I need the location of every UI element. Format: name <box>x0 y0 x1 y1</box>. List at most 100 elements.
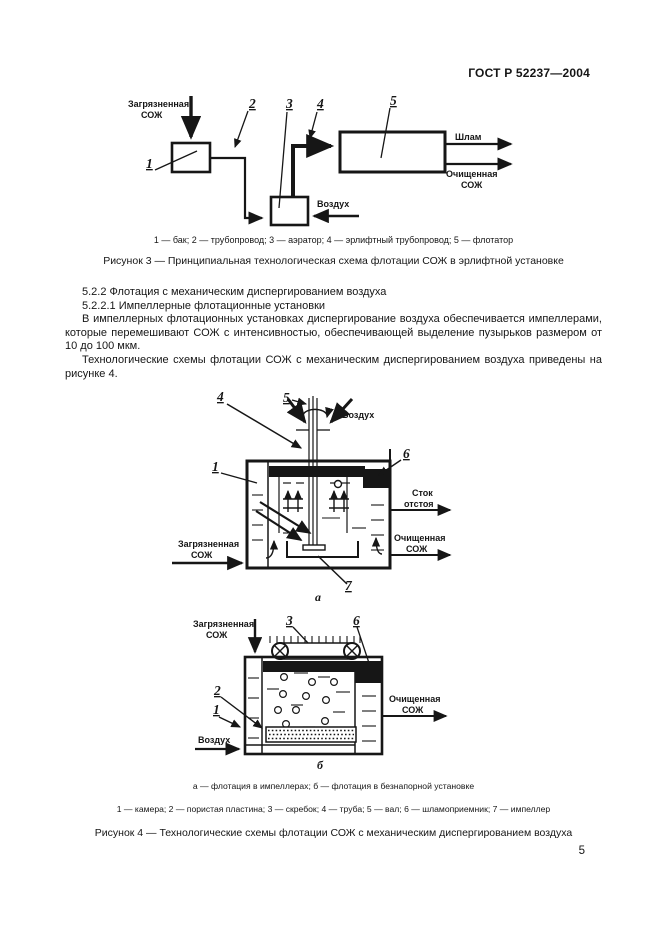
figure3-parts-caption: 1 — бак; 2 — трубопровод; 3 — аэратор; 4… <box>153 235 514 245</box>
fig4a-sludge-receiver <box>363 469 389 488</box>
fig3-part4-leader <box>308 111 318 140</box>
fig4a-recirculation-arrows <box>265 536 383 559</box>
page-number: 5 <box>578 845 585 857</box>
fig4a-part6-label: 6 <box>403 446 410 461</box>
fig4a-clean-outlet: Очищенная СОЖ <box>391 533 452 561</box>
fig4b-inlet: Загрязненная СОЖ <box>193 619 263 654</box>
figure3-airlift-flotation-diagram: Загрязненная СОЖ 1 2 3 4 Воздух <box>128 93 513 227</box>
fig4b-part1-leader <box>218 716 242 728</box>
fig3-callout-5: 5 <box>380 93 397 159</box>
fig3-pipeline <box>210 156 264 225</box>
body-text: 5.2.2 Флотация с механическим диспергиро… <box>65 286 602 381</box>
fig4a-bubble <box>333 479 343 489</box>
fig4a-clean-label-line1: Очищенная <box>394 533 446 543</box>
section-5-2-2-heading: 5.2.2 Флотация с механическим диспергиро… <box>82 286 387 298</box>
fig4a-part1-label: 1 <box>212 459 219 474</box>
fig3-part4-label: 4 <box>316 96 324 111</box>
fig3-part1-leader <box>154 150 198 171</box>
fig4b-callout-1: 1 <box>213 702 242 728</box>
fig4b-sub-label: б <box>317 758 324 772</box>
fig4a-inlet-label-line2: СОЖ <box>191 550 213 560</box>
fig3-clean-outlet: Очищенная СОЖ <box>446 157 513 190</box>
fig4b-froth-layer <box>263 661 382 672</box>
fig4a-froth-layer <box>269 466 365 477</box>
figure4a-impeller-flotation-diagram: 4 5 Воздух 6 1 <box>172 389 452 604</box>
fig4a-funnel-left-arm <box>286 398 307 424</box>
fig4b-scraper-spikes <box>269 636 361 643</box>
fig4b-sludge-receiver <box>355 661 382 683</box>
fig4b-porous-plate-texture <box>268 729 354 740</box>
fig4a-impeller-housing <box>286 541 359 558</box>
document-header: ГОСТ Р 52237—2004 <box>468 66 590 80</box>
fig4a-drain-label-line2: отстоя <box>404 499 434 509</box>
fig3-part3-leader <box>278 111 288 209</box>
fig3-inlet-flow: Загрязненная СОЖ <box>128 96 202 140</box>
fig4a-inner-chambers <box>278 477 350 533</box>
fig4b-part6-label: 6 <box>353 613 360 628</box>
fig4a-inlet: Загрязненная СОЖ <box>172 539 244 571</box>
fig4a-part6-leader <box>378 459 402 476</box>
fig4a-part5-leader <box>291 397 308 406</box>
figure4-sub-caption: а — флотация в импеллерах; б — флотация … <box>192 781 475 791</box>
fig4a-clean-label-line2: СОЖ <box>406 544 428 554</box>
fig3-part1-label: 1 <box>146 156 153 171</box>
fig4a-inlet-label-line1: Загрязненная <box>178 539 239 549</box>
fig4b-bubbles <box>274 672 339 728</box>
paragraph-schemes: Технологические схемы флотации СОЖ с мех… <box>65 353 602 380</box>
fig4b-part1-label: 1 <box>213 702 220 717</box>
section-5-2-2-1-heading: 5.2.2.1 Импеллерные флотационные установ… <box>82 299 326 312</box>
fig4a-part7-label: 7 <box>345 578 353 593</box>
fig3-air-inlet: Воздух <box>312 199 359 224</box>
fig4a-sub-label: а <box>315 590 321 604</box>
fig4a-callout-4: 4 <box>216 389 303 449</box>
fig3-callout-1: 1 <box>146 150 198 171</box>
fig4a-part4-leader <box>226 403 303 449</box>
fig4b-air-inlet: Воздух <box>195 735 241 756</box>
fig4a-callout-7: 7 <box>317 555 353 593</box>
fig4a-flow-blades <box>255 501 312 541</box>
fig3-part2-leader <box>234 110 249 148</box>
fig3-flotator-box <box>338 130 447 174</box>
fig4a-funnel-right-arm <box>329 397 354 424</box>
fig3-part3-label: 3 <box>285 96 293 111</box>
fig4a-callout-1: 1 <box>212 459 258 484</box>
fig3-tank-box <box>170 141 212 174</box>
fig3-inlet-label-line2: СОЖ <box>141 110 163 120</box>
fig3-part5-label: 5 <box>390 93 397 108</box>
fig4b-water-marks <box>248 672 376 742</box>
fig4b-inlet-label-line2: СОЖ <box>206 630 228 640</box>
fig4b-callout-2: 2 <box>213 683 263 729</box>
fig4a-drain-outlet: Сток отстоя <box>391 488 452 516</box>
fig3-clean-label-line2: СОЖ <box>461 180 483 190</box>
fig4a-impeller <box>286 541 359 558</box>
fig4b-clean-label-line2: СОЖ <box>402 705 424 715</box>
fig3-air-label: Воздух <box>317 199 349 209</box>
fig3-inlet-label-line1: Загрязненная <box>128 99 189 109</box>
fig4a-tank <box>245 459 392 570</box>
fig4a-air-label: Воздух <box>342 410 374 420</box>
fig4b-air-label: Воздух <box>198 735 230 745</box>
fig4b-clean-label-line1: Очищенная <box>389 694 441 704</box>
fig3-aerator-box <box>269 195 310 227</box>
fig4a-left-column-water-marks <box>252 494 263 541</box>
fig3-callout-3: 3 <box>278 96 293 209</box>
fig4a-part5-label: 5 <box>283 390 290 405</box>
fig4a-part1-leader <box>220 472 258 484</box>
fig4b-porous-plate <box>265 726 357 743</box>
fig4a-callout-5: 5 <box>283 390 308 406</box>
fig4a-rotation-arrow <box>302 406 334 419</box>
figure3-title: Рисунок 3 — Принципиальная технологическ… <box>103 255 564 267</box>
figure4b-nonpressure-flotation-diagram: Загрязненная СОЖ 3 6 <box>193 613 448 772</box>
paragraph-impeller: В импеллерных флотационных установках ди… <box>65 313 602 353</box>
fig4a-callout-6: 6 <box>378 446 410 476</box>
fig3-sludge-outlet: Шлам <box>446 132 513 151</box>
fig4b-part3-leader <box>292 626 309 644</box>
fig4b-part2-label: 2 <box>213 683 221 698</box>
fig4a-part7-leader <box>317 555 348 585</box>
fig3-callout-4: 4 <box>308 96 324 140</box>
fig3-clean-label-line1: Очищенная <box>446 169 498 179</box>
fig3-sludge-label: Шлам <box>455 132 482 142</box>
fig4b-tank <box>243 655 384 756</box>
fig4b-part2-leader <box>220 696 263 729</box>
figure4-parts-caption: 1 — камера; 2 — пористая пластина; 3 — с… <box>116 804 551 814</box>
